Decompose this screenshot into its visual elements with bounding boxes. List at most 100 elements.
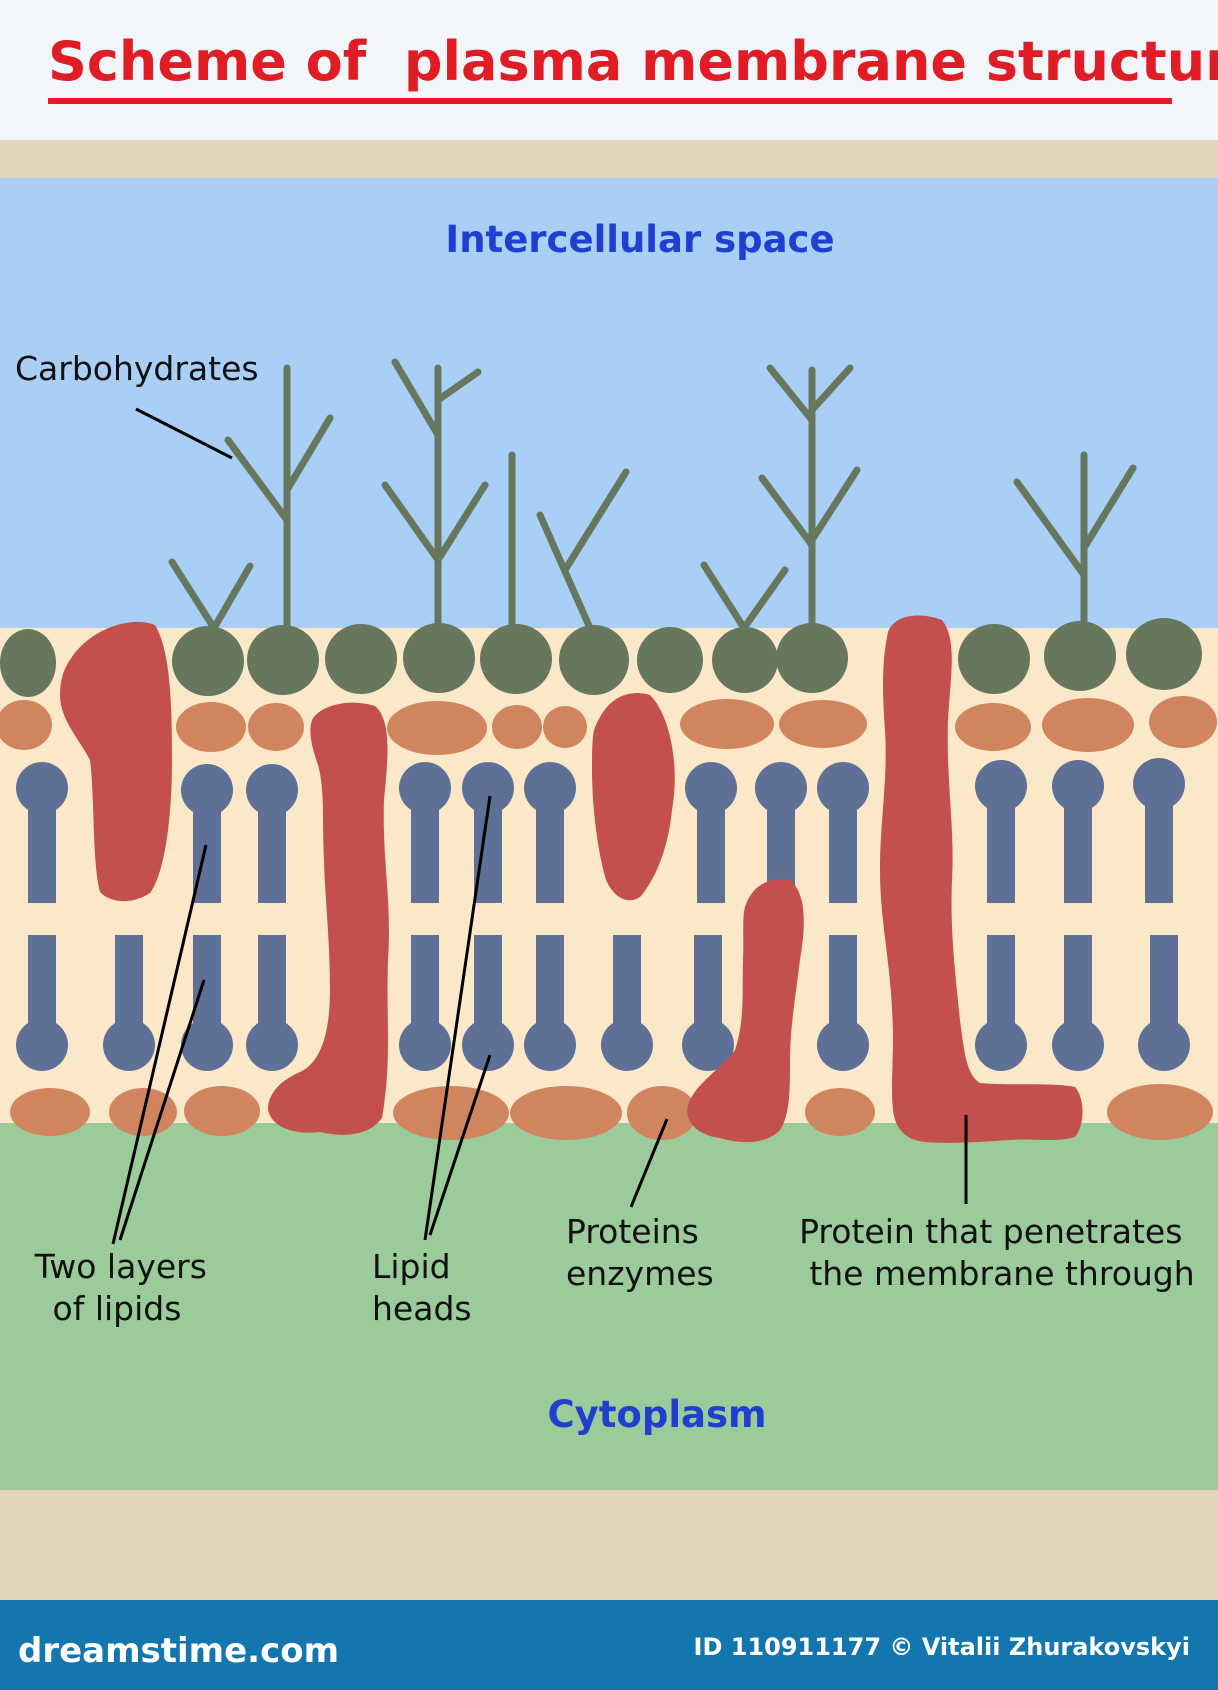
- cytoplasm-region: [0, 1123, 1218, 1490]
- carbohydrate-chain: [1013, 451, 1137, 632]
- oval-protein: [955, 703, 1031, 751]
- lipid-head: [325, 624, 397, 694]
- two-layers-label: Two layers of lipids: [34, 1247, 218, 1328]
- phospholipid: [682, 935, 734, 1071]
- membrane-proteins: [60, 615, 1083, 1143]
- oval-protein: [805, 1088, 875, 1136]
- carbohydrates-leader-line: [135, 407, 233, 460]
- lipid-heads-leader-line: [428, 1054, 492, 1236]
- footer-brand: dreamstime.com: [18, 1631, 339, 1671]
- phospholipid: [246, 764, 298, 903]
- carbohydrates-label: Carbohydrates: [15, 349, 259, 388]
- inner-leaflet-lipids: [16, 935, 1190, 1071]
- proteins-enzymes-line-1: Proteins: [566, 1212, 699, 1251]
- two-layers-line-2: of lipids: [53, 1289, 182, 1328]
- phospholipid: [975, 760, 1027, 903]
- leader-lines: [111, 407, 968, 1245]
- top-tan-band: [0, 140, 1218, 178]
- integral-protein-lower: [687, 879, 804, 1143]
- footer-credit: ID 110911177 © Vitalii Zhurakovskyi: [694, 1633, 1190, 1661]
- phospholipid: [103, 935, 155, 1071]
- proteins-enzymes-leader-line: [629, 1118, 669, 1208]
- proteins-enzymes-label: Proteins enzymes: [566, 1212, 714, 1293]
- oval-protein: [492, 705, 542, 749]
- phospholipid: [16, 762, 68, 903]
- lower-protein-ovals: [10, 1084, 1213, 1140]
- footer-bar: [0, 1600, 1218, 1690]
- phospholipid: [817, 762, 869, 903]
- lipid-head: [712, 627, 778, 693]
- carbohydrate-chain: [758, 364, 861, 632]
- phospholipid: [975, 935, 1027, 1071]
- phospholipid: [524, 935, 576, 1071]
- two-layers-leader-line: [111, 844, 208, 1245]
- oval-protein: [1042, 698, 1134, 752]
- lipid-heads-line-1: Lipid: [372, 1247, 451, 1286]
- phospholipid: [399, 935, 451, 1071]
- lipid-head: [1126, 618, 1202, 690]
- phospholipid: [1133, 758, 1185, 903]
- phospholipid: [181, 935, 233, 1071]
- title-band: [0, 0, 1218, 140]
- lipid-head: [559, 625, 629, 695]
- protein-penetrates-line-2: the membrane through: [809, 1254, 1194, 1293]
- two-layers-line-1: Two layers: [34, 1247, 207, 1286]
- oval-protein: [1149, 696, 1217, 748]
- lipid-heads-line-2: heads: [372, 1289, 472, 1328]
- transmembrane-protein-left: [268, 702, 389, 1135]
- phospholipid: [399, 762, 451, 903]
- lipid-head: [776, 623, 848, 693]
- integral-protein-upper: [592, 693, 675, 901]
- phospholipid: [1138, 935, 1190, 1071]
- intercellular-region: [0, 178, 1218, 628]
- title-underline: [48, 98, 1172, 104]
- lipid-head: [403, 623, 475, 693]
- oval-protein: [680, 699, 774, 749]
- carbohydrate-chains: [168, 358, 1137, 632]
- protein-penetrates-line-1: Protein that penetrates: [799, 1212, 1182, 1251]
- phospholipid: [1052, 760, 1104, 903]
- phospholipid: [246, 935, 298, 1071]
- phospholipid: [16, 935, 68, 1071]
- outer-leaflet-lipids: [16, 758, 1185, 903]
- lipid-head: [958, 624, 1030, 694]
- carbohydrate-chain: [700, 561, 789, 632]
- phospholipid: [685, 762, 737, 903]
- two-layers-leader-line: [118, 979, 206, 1241]
- peripheral-protein-left: [60, 621, 172, 902]
- carbohydrate-chain: [381, 358, 489, 632]
- intercellular-space-label: Intercellular space: [445, 218, 834, 261]
- lipid-heads-label: Lipid heads: [372, 1247, 472, 1328]
- glycolipid-heads: [0, 618, 1202, 697]
- lipid-head: [637, 627, 703, 693]
- oval-protein: [1107, 1084, 1213, 1140]
- phospholipid: [462, 935, 514, 1071]
- cytoplasm-label: Cytoplasm: [547, 1393, 766, 1436]
- phospholipid: [817, 935, 869, 1071]
- phospholipid: [601, 935, 653, 1071]
- phospholipid: [524, 762, 576, 903]
- carbohydrate-chain: [168, 558, 254, 632]
- oval-protein: [176, 702, 246, 752]
- proteins-enzymes-line-2: enzymes: [566, 1254, 714, 1293]
- oval-protein: [627, 1086, 697, 1140]
- lipid-head: [1044, 621, 1116, 691]
- protein-penetrates-label: Protein that penetrates the membrane thr…: [799, 1212, 1195, 1293]
- lipid-head: [0, 629, 56, 697]
- oval-protein: [10, 1088, 90, 1136]
- oval-protein: [393, 1086, 509, 1140]
- oval-protein: [779, 700, 867, 748]
- carbohydrate-chain: [536, 468, 630, 632]
- oval-protein: [543, 706, 587, 748]
- lipid-heads-leader-line: [423, 795, 492, 1241]
- oval-protein: [387, 701, 487, 755]
- lipid-head: [480, 624, 552, 694]
- oval-protein: [0, 700, 52, 750]
- lipid-head: [172, 626, 244, 696]
- oval-protein: [510, 1086, 622, 1140]
- bottom-tan-band: [0, 1490, 1218, 1600]
- oval-protein: [184, 1086, 260, 1136]
- phospholipid: [1052, 935, 1104, 1071]
- transmembrane-protein-right: [880, 615, 1083, 1143]
